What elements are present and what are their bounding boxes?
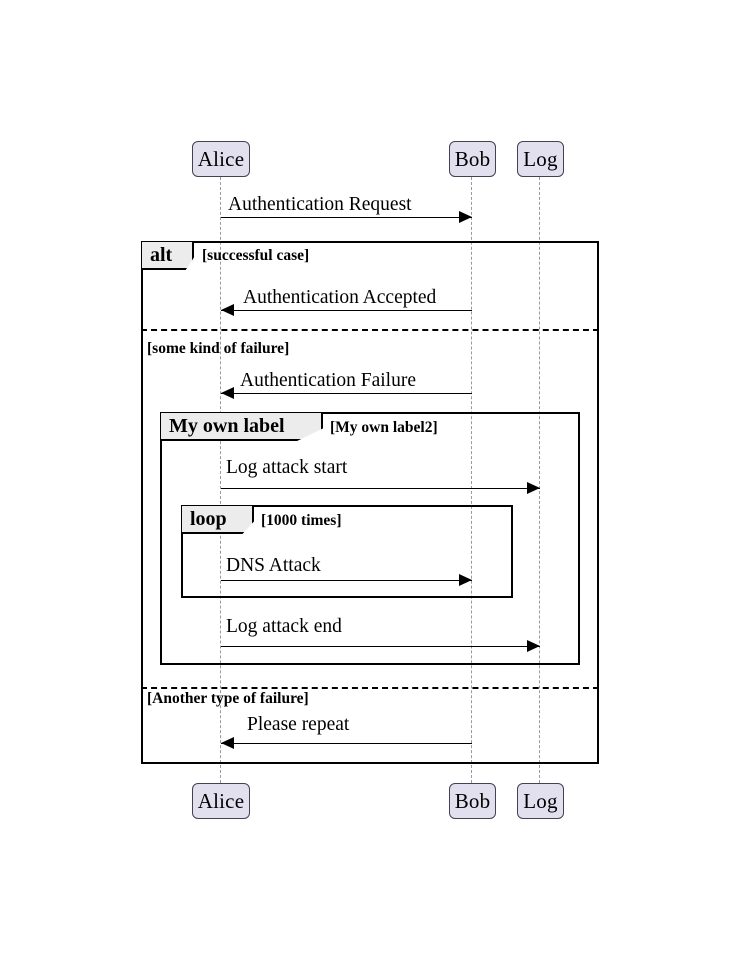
loop-fragment: loop [181, 505, 513, 598]
alt-fragment: alt [141, 241, 599, 764]
alt-separator-1-guard: [some kind of failure] [147, 340, 290, 357]
my-own-label-fragment: My own label [160, 412, 580, 665]
participant-bob-bottom[interactable]: Bob [449, 783, 496, 819]
participant-alice-bottom[interactable]: Alice [192, 783, 250, 819]
participant-bob-top[interactable]: Bob [449, 141, 496, 177]
alt-fragment-guard: [successful case] [202, 247, 310, 264]
message-log-attack-start-line [221, 488, 540, 489]
message-log-attack-end-label: Log attack end [226, 616, 342, 637]
message-authentication-request-arrowhead [459, 211, 472, 224]
message-authentication-failure-arrowhead [221, 387, 234, 400]
message-dns-attack-arrowhead [459, 574, 472, 587]
message-authentication-failure-line [221, 393, 472, 394]
message-please-repeat-arrowhead [221, 737, 234, 750]
alt-separator-1 [141, 329, 599, 331]
my-own-label-fragment-operator: My own label [161, 413, 323, 441]
message-log-attack-start-arrowhead [527, 482, 540, 495]
message-please-repeat-label: Please repeat [247, 714, 350, 735]
lifeline-alice [220, 177, 222, 783]
participant-alice-top[interactable]: Alice [192, 141, 250, 177]
message-authentication-accepted-arrowhead [221, 304, 234, 317]
lifeline-log [539, 177, 541, 783]
message-authentication-request-label: Authentication Request [228, 194, 412, 215]
message-please-repeat-line [221, 743, 472, 744]
alt-separator-2-guard: [Another type of failure] [147, 690, 309, 707]
my-own-label-fragment-guard: [My own label2] [330, 419, 438, 436]
message-dns-attack-line [221, 580, 472, 581]
alt-fragment-operator: alt [142, 242, 194, 270]
message-dns-attack-label: DNS Attack [226, 555, 321, 576]
lifeline-bob [471, 177, 473, 783]
alt-separator-2 [141, 687, 599, 689]
loop-fragment-guard: [1000 times] [261, 512, 342, 529]
message-authentication-accepted-label: Authentication Accepted [243, 287, 437, 308]
message-authentication-request-line [221, 217, 472, 218]
message-authentication-failure-label: Authentication Failure [240, 370, 416, 391]
message-authentication-accepted-line [221, 310, 472, 311]
message-log-attack-end-arrowhead [527, 640, 540, 653]
message-log-attack-start-label: Log attack start [226, 457, 348, 478]
participant-log-top[interactable]: Log [517, 141, 564, 177]
message-log-attack-end-line [221, 646, 540, 647]
loop-fragment-operator: loop [182, 506, 254, 534]
participant-log-bottom[interactable]: Log [517, 783, 564, 819]
